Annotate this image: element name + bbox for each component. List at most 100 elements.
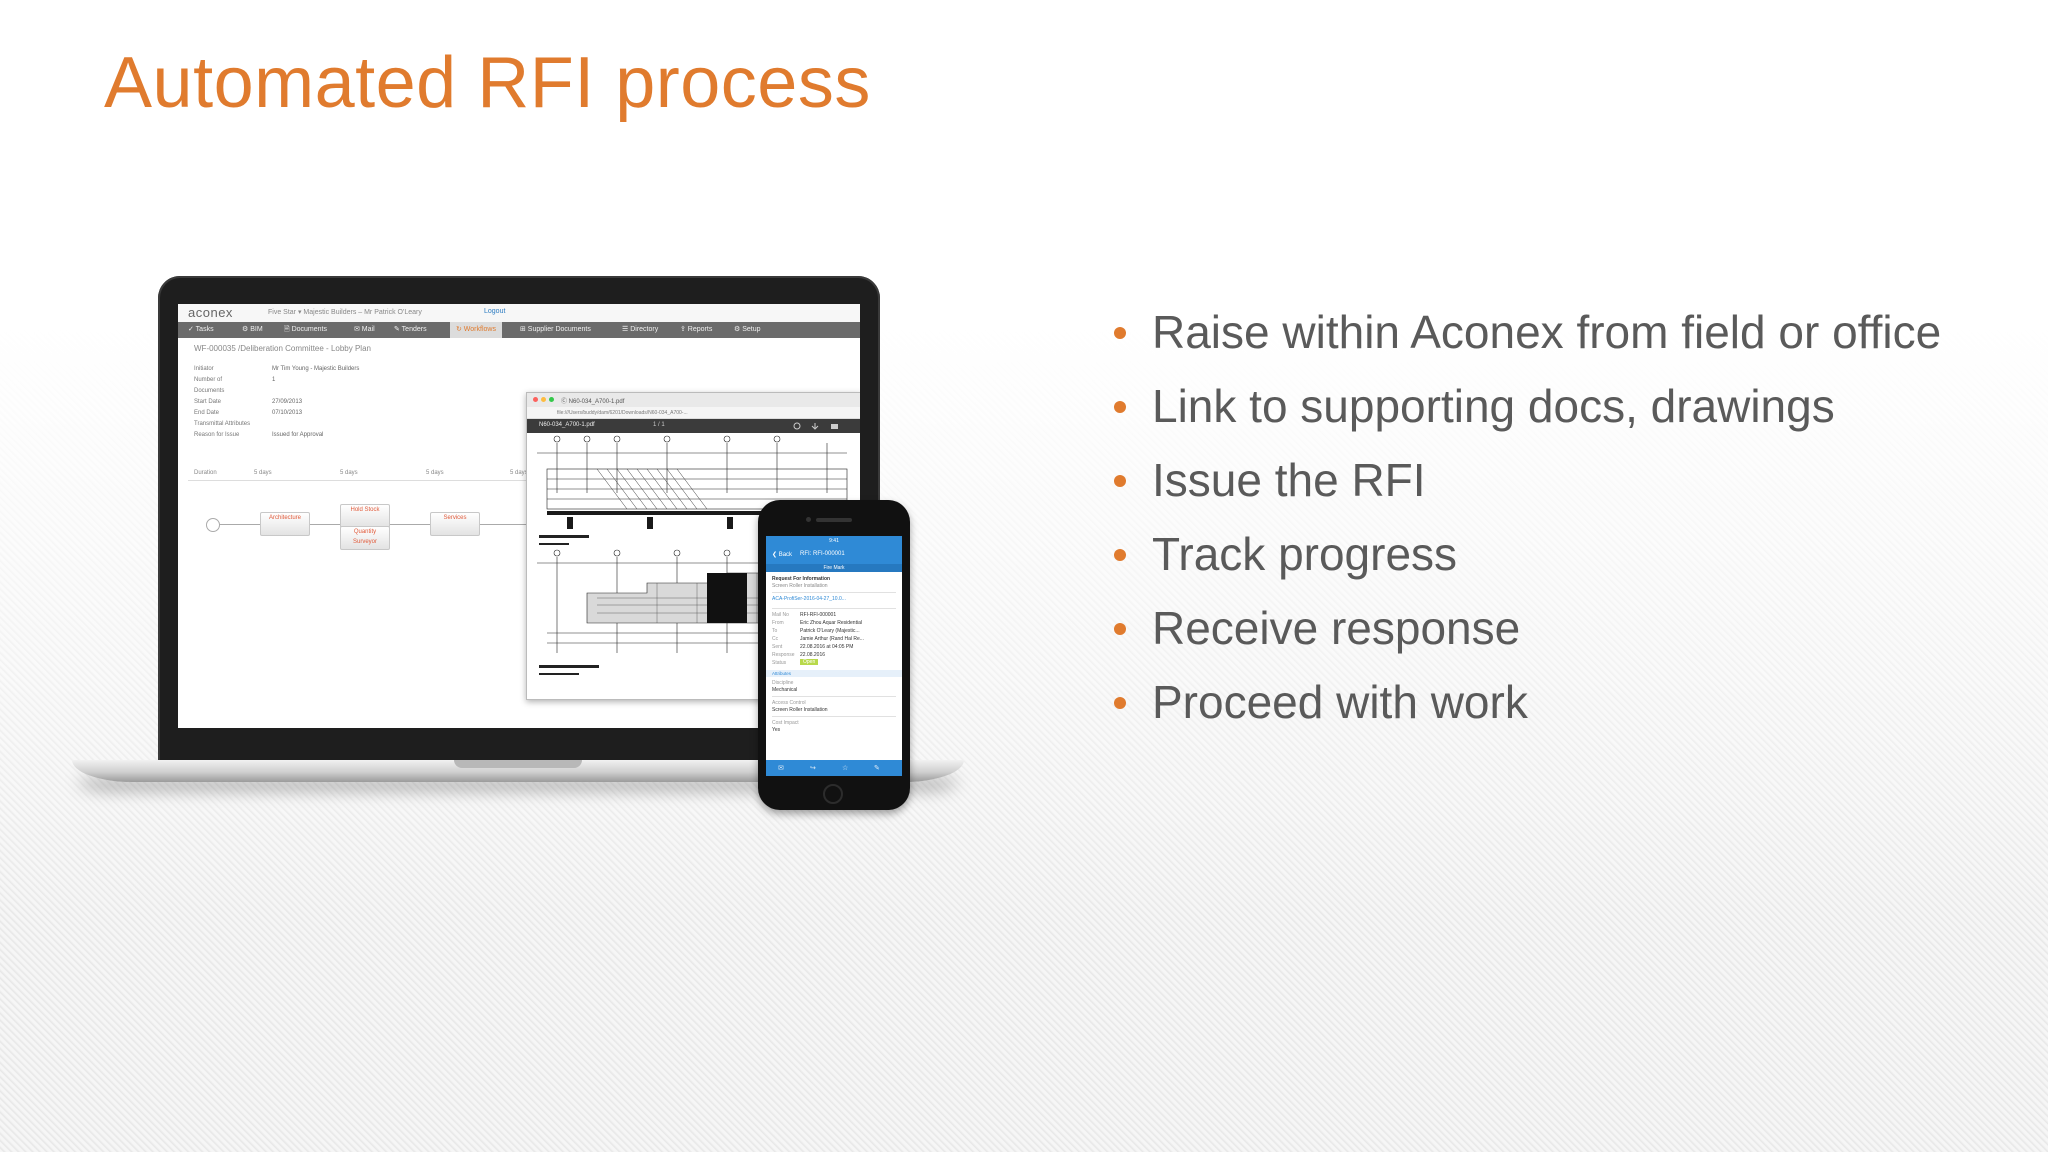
form-label: Start Date: [194, 399, 222, 405]
minimize-dot-icon[interactable]: [541, 397, 546, 402]
rfi-heading: Request For Information: [772, 576, 831, 582]
bullet-item: Issue the RFI: [1110, 448, 1941, 522]
bullet-text: Issue the RFI: [1152, 454, 1426, 506]
form-row: Transmittal Attributes: [194, 421, 494, 432]
nav-tab-tenders[interactable]: ✎ Tenders: [394, 326, 427, 333]
bullet-text: Receive response: [1152, 602, 1521, 654]
form-label: Documents: [194, 388, 225, 394]
maximize-dot-icon[interactable]: [549, 397, 554, 402]
form-label: End Date: [194, 410, 220, 416]
form-row: End Date 07/10/2013: [194, 410, 494, 421]
phone-sub-bar: Fire Mark: [766, 564, 902, 572]
nav-tab-tasks[interactable]: ✓ Tasks: [188, 326, 214, 333]
form-value: Issued for Approval: [272, 432, 324, 438]
close-dot-icon[interactable]: [533, 397, 538, 402]
form-row: Start Date 27/09/2013: [194, 399, 494, 410]
attributes-section: Attributes: [766, 670, 902, 677]
timeline-label: 5 days: [510, 470, 528, 476]
attribute-value: Mechanical: [772, 687, 798, 693]
phone-screen: 9:41 ❮ Back RFI: RFI-000001 Fire Mark Re…: [766, 536, 902, 776]
timeline-label: 5 days: [426, 470, 444, 476]
field-label: Sent: [772, 644, 783, 650]
app-nav: ✓ Tasks ⚙ BIM 🗎 Documents ✉ Mail ✎ Tende…: [178, 322, 860, 338]
nav-tab-supplier-documents[interactable]: ⊞ Supplier Documents: [520, 326, 591, 333]
forward-icon[interactable]: ↪: [810, 765, 816, 772]
viewer-tab[interactable]: Ⓒ N60-034_A700-1.pdf: [561, 399, 625, 405]
app-header: aconex Five Star ▾ Majestic Builders – M…: [178, 304, 860, 322]
slide-title: Automated RFI process: [104, 43, 871, 123]
nav-tab-mail[interactable]: ✉ Mail: [354, 326, 375, 333]
field-label: From: [772, 620, 784, 626]
pdf-page-indicator: 1 / 1: [653, 422, 665, 428]
workflow-details: Initiator Mr Tim Young - Majestic Builder…: [194, 366, 494, 443]
field-value: 22.08.2016 at 04:05 PM: [800, 644, 854, 650]
field-label: Cc: [772, 636, 779, 642]
back-button[interactable]: ❮ Back: [772, 552, 793, 558]
bullet-text: Link to supporting docs, drawings: [1152, 380, 1835, 432]
viewer-url-bar[interactable]: file:///Users/buddy/dam/6201/Downloads/N…: [527, 407, 860, 419]
phone-tab-bar: ✉ ↪ ☆ ✎: [766, 760, 902, 776]
home-button[interactable]: [823, 784, 843, 804]
flow-start-icon: [206, 518, 220, 532]
compose-icon[interactable]: ✎: [874, 765, 880, 772]
bullet-item: Receive response: [1110, 596, 1941, 670]
field-label: Status: [772, 660, 787, 666]
viewer-titlebar: Ⓒ N60-034_A700-1.pdf: [527, 393, 860, 407]
form-value: Mr Tim Young - Majestic Builders: [272, 366, 360, 372]
bullet-text: Raise within Aconex from field or office: [1152, 306, 1942, 358]
field-value: Eric Zhou Aquar Residential: [800, 620, 862, 626]
form-value: 27/09/2013: [272, 399, 303, 405]
flow-step[interactable]: Hold Stock: [340, 504, 390, 528]
divider: [772, 592, 896, 593]
rfi-attachment[interactable]: ACA-ProfiSer-2016-04-27_10.0...: [772, 596, 846, 602]
workflow-timeline: Duration 5 days 5 days 5 days 5 days: [188, 470, 548, 481]
form-label: Initiator: [194, 366, 214, 372]
attribute-label: Discipline: [772, 680, 794, 686]
form-row: Documents: [194, 388, 494, 399]
flow-step[interactable]: Quantity Surveyor: [340, 526, 390, 550]
field-value: 22.08.2016: [800, 652, 826, 658]
nav-tab-reports[interactable]: ⇪ Reports: [680, 326, 713, 333]
field-label: To: [772, 628, 778, 634]
laptop-notch: [454, 760, 582, 768]
nav-tab-bim[interactable]: ⚙ BIM: [242, 326, 263, 333]
bullet-dot-icon: [1114, 697, 1126, 709]
form-value: 07/10/2013: [272, 410, 303, 416]
bullet-dot-icon: [1114, 623, 1126, 635]
workflow-breadcrumb: WF-000035 /Deliberation Committee - Lobb…: [194, 344, 371, 353]
bullet-dot-icon: [1114, 327, 1126, 339]
nav-tab-directory[interactable]: ☰ Directory: [622, 326, 659, 333]
nav-tab-documents[interactable]: 🗎 Documents: [284, 326, 327, 333]
nav-tab-workflows[interactable]: ↻ Workflows: [450, 322, 502, 338]
nav-tab-setup[interactable]: ⚙ Setup: [734, 326, 761, 333]
flow-step[interactable]: Services: [430, 512, 480, 536]
bullet-item: Raise within Aconex from field or office: [1110, 300, 1941, 374]
app-user-info: Five Star ▾ Majestic Builders – Mr Patri…: [268, 309, 422, 316]
pdf-filename: N60-034_A700-1.pdf: [539, 422, 595, 428]
timeline-label: 5 days: [254, 470, 272, 476]
bullet-text: Track progress: [1152, 528, 1458, 580]
field-label: Response: [772, 652, 795, 658]
flow-step[interactable]: Architecture: [260, 512, 310, 536]
logout-link[interactable]: Logout: [484, 308, 506, 315]
bullet-text: Proceed with work: [1152, 676, 1528, 728]
reply-icon[interactable]: ✉: [778, 765, 784, 772]
bullet-list: Raise within Aconex from field or office…: [1110, 300, 1941, 744]
field-label: Mail No: [772, 612, 789, 618]
phone-camera: [806, 517, 811, 522]
status-badge: Open: [800, 659, 819, 665]
laptop-screen: aconex Five Star ▾ Majestic Builders – M…: [178, 304, 860, 728]
bullet-dot-icon: [1114, 401, 1126, 413]
timeline-label: Duration: [194, 470, 217, 476]
attribute-label: Access Control: [772, 700, 806, 706]
phone-speaker: [816, 518, 852, 522]
star-icon[interactable]: ☆: [842, 765, 849, 772]
pdf-toolbar-icons[interactable]: [793, 422, 853, 430]
phone-status-bar: 9:41: [766, 536, 902, 546]
rfi-subject: Screen Roller Installation: [772, 583, 828, 589]
form-label: Number of: [194, 377, 223, 383]
laptop-illustration: aconex Five Star ▾ Majestic Builders – M…: [72, 276, 964, 816]
phone-nav-bar: ❮ Back RFI: RFI-000001: [766, 546, 902, 564]
